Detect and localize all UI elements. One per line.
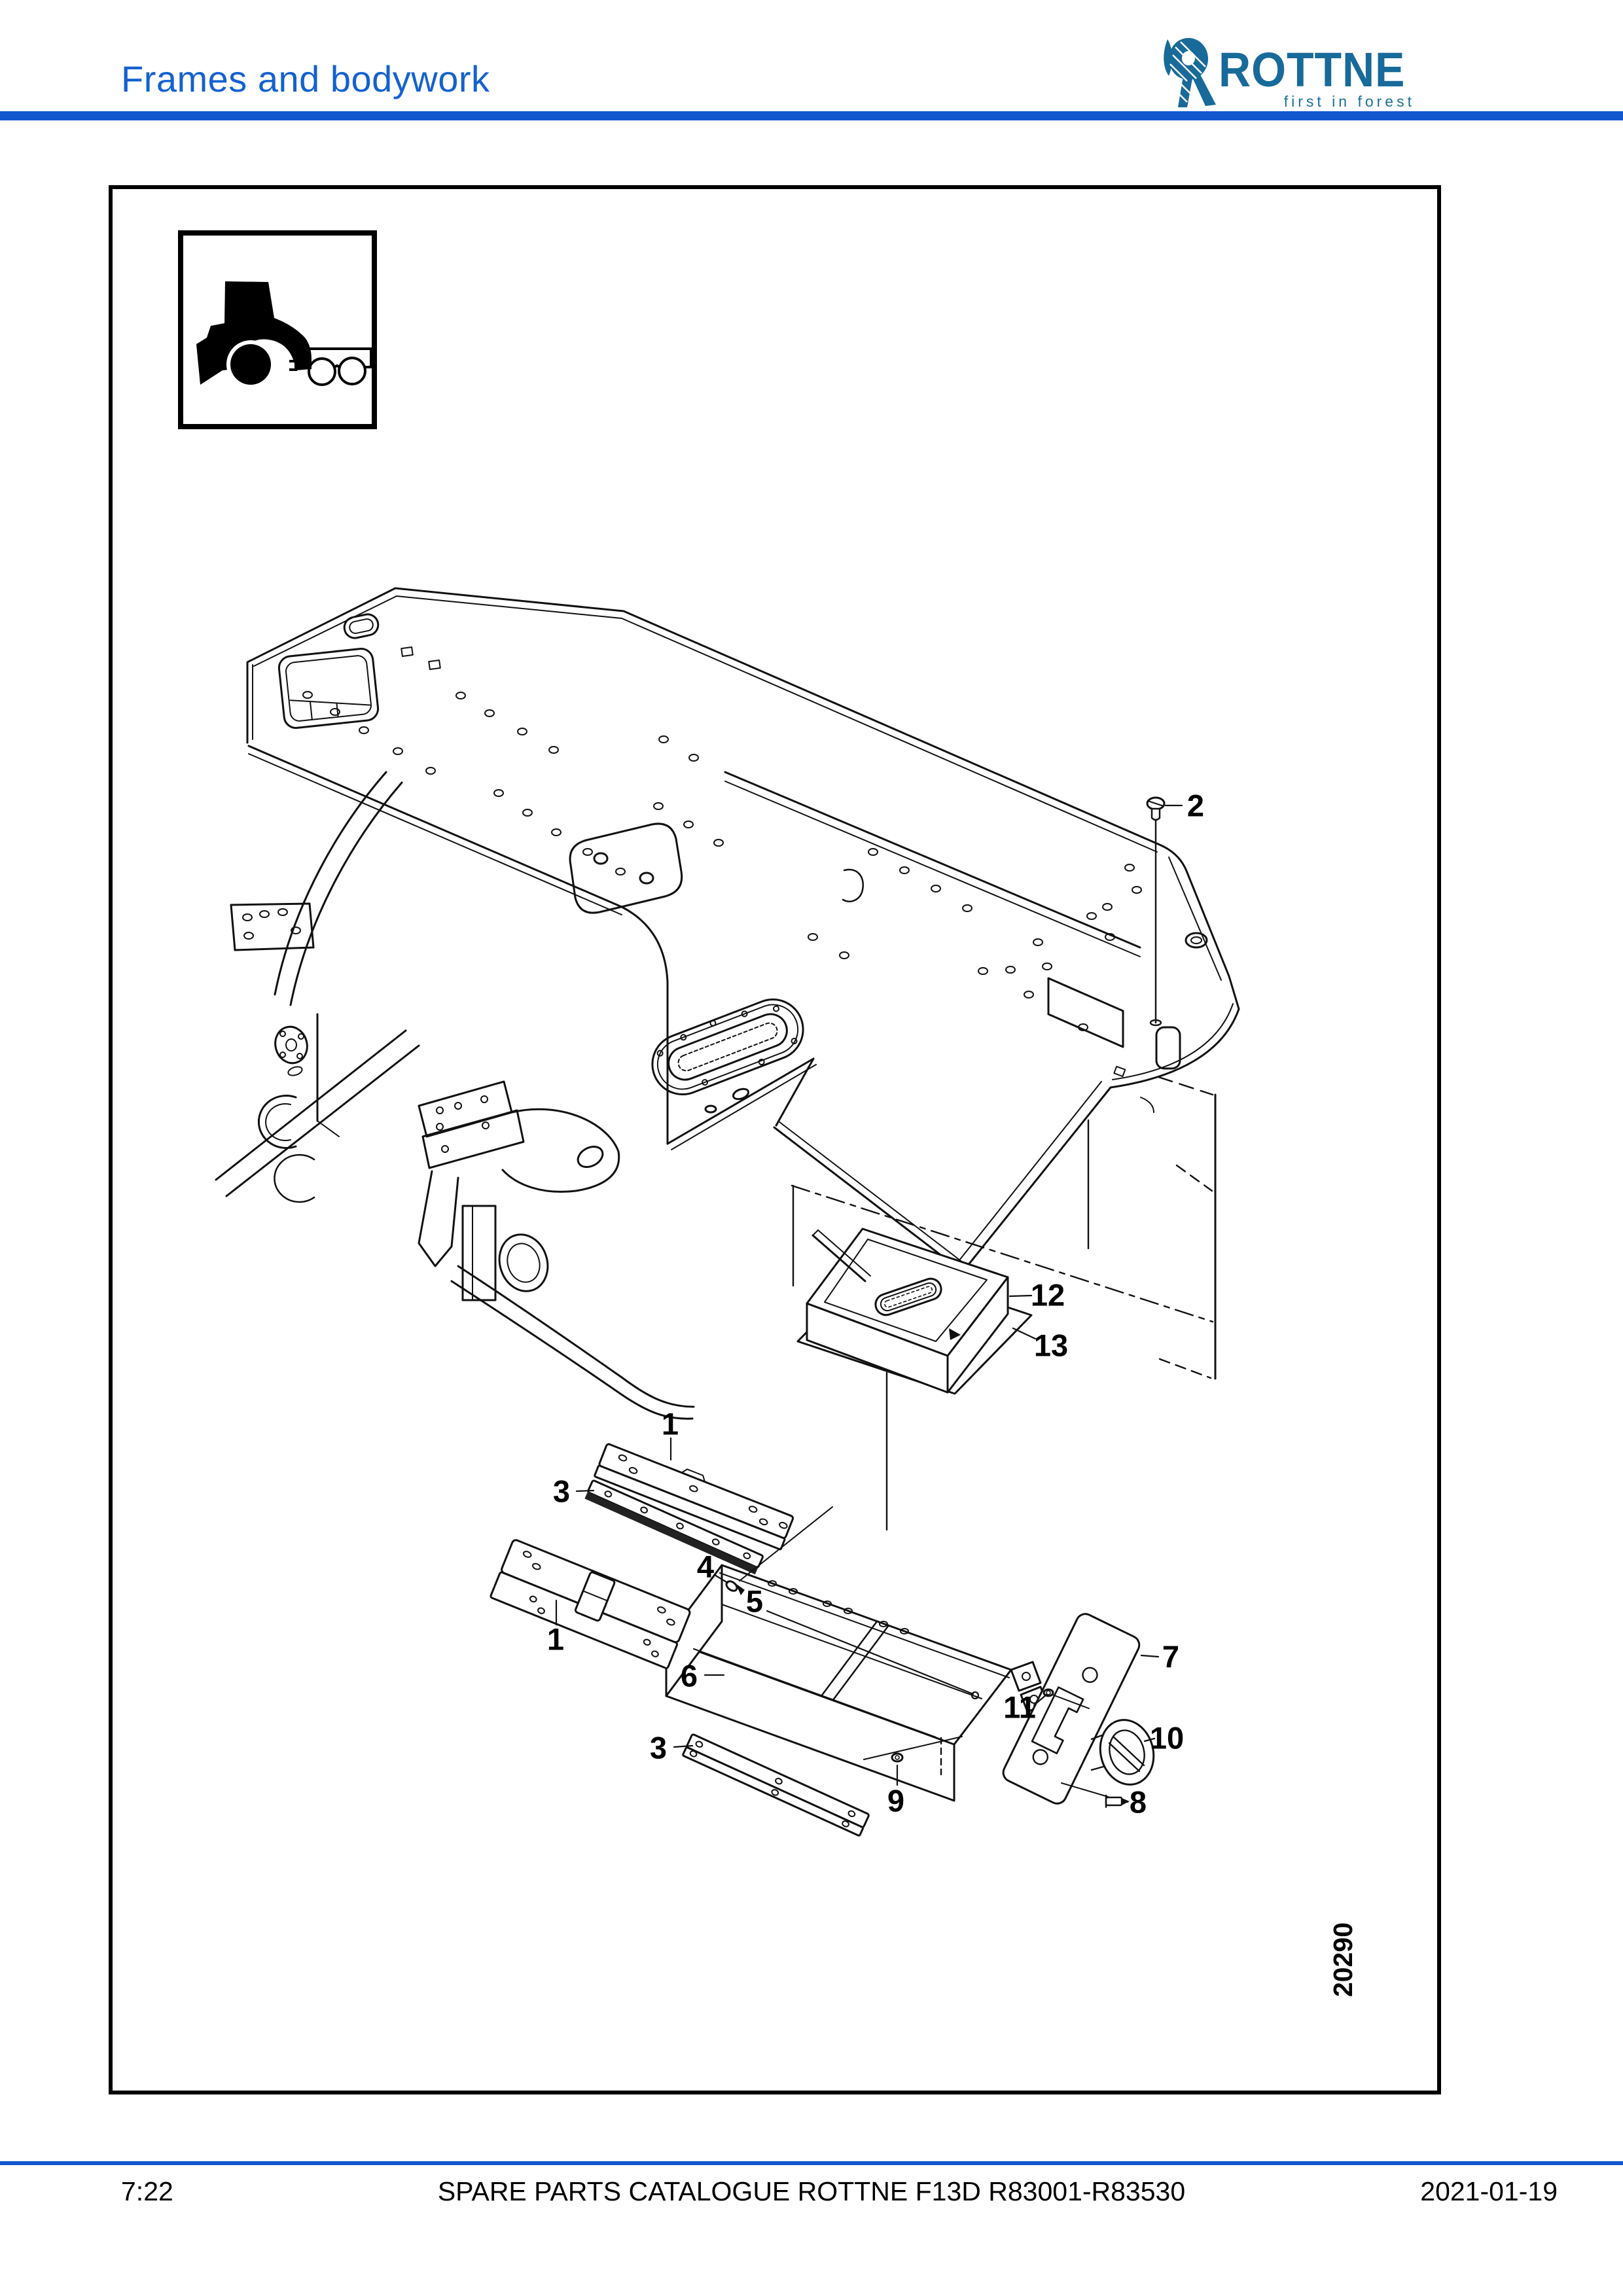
callout-5: 5 [745, 1583, 764, 1619]
callout-6: 6 [680, 1658, 698, 1693]
part-3-rail-bottom [682, 1733, 870, 1837]
callout-leader-lines [555, 804, 1183, 1803]
callout-7: 7 [1162, 1639, 1180, 1674]
callout-10: 10 [1149, 1720, 1185, 1756]
forwarder-machine-icon [196, 281, 372, 389]
brand-logo: ROTTNE first in forest [1158, 30, 1433, 112]
alignment-lines [791, 815, 1217, 1531]
deck-bolt-holes [302, 646, 1142, 1078]
footer-date: 2021-01-19 [1420, 2176, 1558, 2206]
part-1-rail-bottom [490, 1539, 691, 1669]
callout-9: 9 [887, 1783, 905, 1818]
callout-8: 8 [1129, 1784, 1147, 1820]
callout-2: 2 [1186, 788, 1205, 823]
drawing-number: 20290 [1327, 1922, 1358, 1997]
page-title: Frames and bodywork [121, 58, 490, 99]
rottne-r-icon [1164, 38, 1216, 107]
brand-name: ROTTNE [1219, 43, 1406, 97]
header-rule [0, 111, 1623, 120]
part-1-rail-top [594, 1443, 794, 1551]
callout-12: 12 [1030, 1277, 1065, 1313]
part-7-plate [1002, 1613, 1141, 1805]
screw-9-icon [863, 1736, 963, 1763]
callout-13: 13 [1033, 1328, 1069, 1363]
footer: 7:22 SPARE PARTS CATALOGUE ROTTNE F13D R… [0, 2176, 1623, 2209]
callout-11: 11 [1003, 1689, 1036, 1725]
part-3-rail-top [584, 1479, 764, 1575]
part-12-tray [806, 1227, 1009, 1394]
footer-rule [0, 2161, 1623, 2165]
footer-page-number: 7:22 [121, 2176, 173, 2206]
part-10-cap [1090, 1719, 1155, 1786]
brand-tagline: first in forest [1283, 93, 1415, 110]
oval-flange [651, 998, 804, 1096]
callout-4: 4 [696, 1549, 715, 1584]
callout-3: 3 [552, 1474, 571, 1509]
callout-1: 1 [661, 1406, 679, 1441]
machine-thumbnail [178, 230, 377, 429]
footer-catalogue-title: SPARE PARTS CATALOGUE ROTTNE F13D R83001… [437, 2176, 1186, 2206]
front-frame [215, 771, 695, 1420]
main-frame-weldment [246, 587, 1240, 1274]
callout-3: 3 [649, 1730, 668, 1765]
screw-8-icon [1061, 1782, 1130, 1809]
screw-2-icon [1146, 796, 1166, 821]
screw-4-icon [725, 1506, 833, 1595]
callout-1: 1 [546, 1621, 565, 1657]
